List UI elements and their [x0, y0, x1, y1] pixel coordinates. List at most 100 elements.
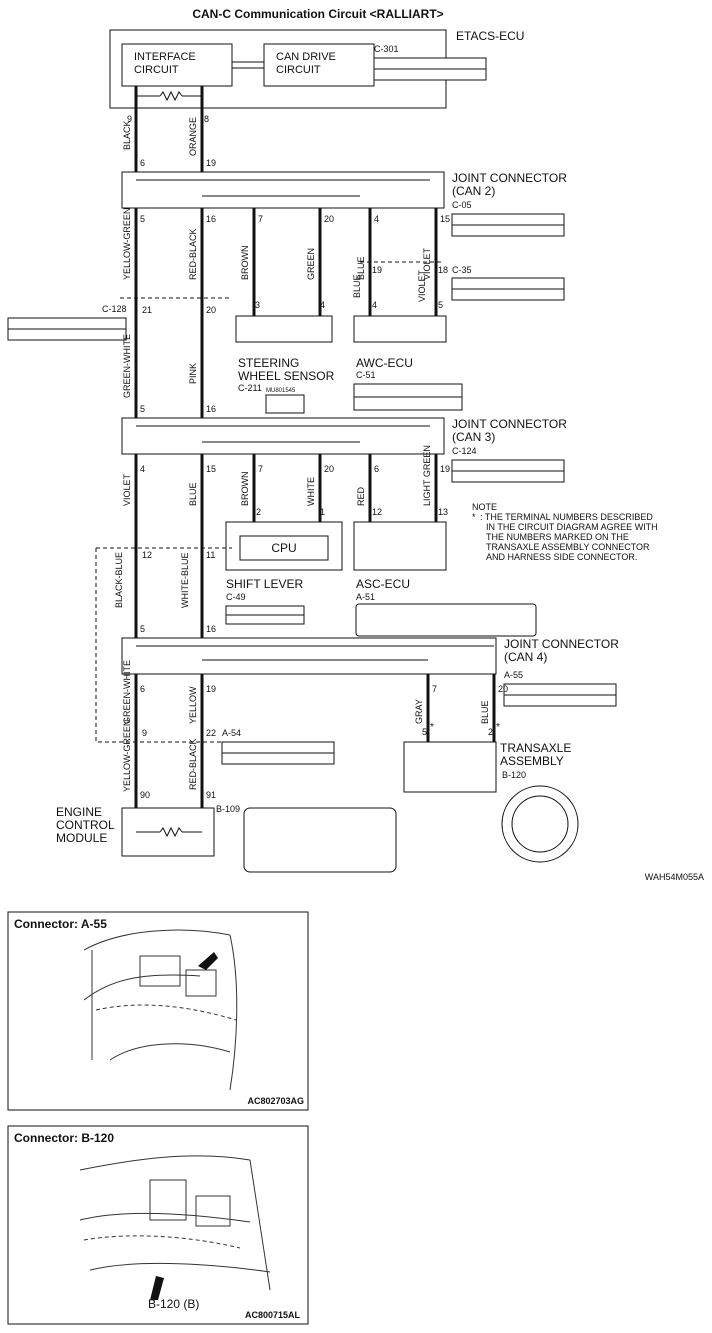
jc4-color-label: BLUE	[480, 700, 490, 724]
a54-pin-9: 9	[142, 728, 147, 738]
c35-pin-18: 18	[438, 265, 448, 275]
jc4-pin: 7	[432, 684, 437, 694]
b120-connector-face	[501, 785, 579, 863]
can-drive-circuit-label-2: CIRCUIT	[276, 64, 321, 76]
jc3-color-label: RED	[356, 486, 366, 506]
awc-label: AWC-ECU	[356, 356, 413, 370]
asc-ecu: ASC-ECU A-51 12 13	[353, 507, 537, 637]
transaxle-label: TRANSAXLE	[500, 741, 571, 755]
jc2-pin: 7	[258, 214, 263, 224]
c35-pin-19: 19	[372, 265, 382, 275]
steering-pin-3: 3	[255, 300, 260, 310]
awc-pin-5: 5	[438, 300, 443, 310]
b120-image-code: AC800715AL	[245, 1310, 301, 1320]
connector-view-a55: Connector: A-55 AC802703AG	[7, 911, 309, 1111]
transaxle-pin-5: 5	[422, 727, 427, 737]
jc3-label: JOINT CONNECTOR	[452, 417, 567, 431]
mid-pin-11: 11	[206, 550, 215, 560]
jc3-color-label: VIOLET	[122, 473, 132, 506]
asc-label: ASC-ECU	[356, 577, 410, 591]
note: NOTE * : THE TERMINAL NUMBERS DESCRIBED …	[472, 502, 658, 562]
jc4-in-pin-16: 16	[206, 624, 216, 634]
c128-pin-20: 20	[206, 305, 216, 315]
jc4-pin: 6	[140, 684, 145, 694]
diagram-title: CAN-C Communication Circuit <RALLIART>	[192, 7, 443, 21]
wire-pink: PINK	[188, 363, 198, 384]
steering-pin-4: 4	[320, 300, 325, 310]
shift-pin-2: 2	[256, 507, 261, 517]
wire-green-white: GREEN-WHITE	[122, 334, 132, 398]
jc3-color-label: LIGHT GREEN	[422, 445, 432, 506]
jc2-pin: 4	[374, 214, 379, 224]
jc2-pin: 15	[440, 214, 450, 224]
asc-pin-12: 12	[372, 507, 382, 517]
joint-connector-can3: JOINT CONNECTOR (CAN 3) C-124	[121, 417, 567, 483]
note-line-3: THE NUMBERS MARKED ON THE	[486, 532, 629, 542]
c05-label: C-05	[452, 200, 472, 210]
wire-orange: ORANGE	[188, 117, 198, 156]
jc3-pin: 4	[140, 464, 145, 474]
ecm-label-2: CONTROL	[56, 818, 115, 832]
connector-a55-title: Connector: A-55	[14, 917, 107, 931]
jc2-label: JOINT CONNECTOR	[452, 171, 567, 185]
jc3-pin: 20	[324, 464, 334, 474]
transaxle-pin-5-star: *	[430, 722, 434, 733]
a55-image-code: AC802703AG	[247, 1096, 304, 1106]
jc4-label-2: (CAN 4)	[504, 650, 547, 664]
steering-label: STEERING	[238, 356, 299, 370]
etacs-pin-9: 9	[127, 114, 132, 124]
a55-label: A-55	[504, 670, 523, 680]
can-drive-circuit-label: CAN DRIVE	[276, 51, 336, 63]
b120-location-arrow	[150, 1276, 164, 1300]
interface-circuit-label-2: CIRCUIT	[134, 64, 179, 76]
steering-label-2: WHEEL SENSOR	[238, 369, 335, 383]
jc2-color-label: BROWN	[240, 246, 250, 281]
etacs-pin-8: 8	[204, 114, 209, 124]
ecm-pin-90: 90	[140, 790, 150, 800]
asc-pin-13: 13	[438, 507, 448, 517]
b109-label: B-109	[216, 804, 240, 814]
jc2-color-label: VIOLET	[422, 247, 432, 280]
note-line-4: TRANSAXLE ASSEMBLY CONNECTOR	[486, 542, 650, 552]
wire-red-black-ecm: RED-BLACK	[188, 738, 198, 790]
jc3-label-2: (CAN 3)	[452, 430, 495, 444]
c35-label: C-35	[452, 265, 472, 275]
c49-label: C-49	[226, 592, 246, 602]
a54-pin-22: 22	[206, 728, 216, 738]
jc2-label-2: (CAN 2)	[452, 184, 495, 198]
a51-connector-face	[355, 603, 537, 637]
jc4-label: JOINT CONNECTOR	[504, 637, 619, 651]
jc3-color-label: WHITE	[306, 477, 316, 506]
shift-lever: CPU SHIFT LEVER C-49 2 1	[225, 507, 343, 625]
interface-circuit-label: INTERFACE	[134, 51, 196, 63]
jc3-pin: 7	[258, 464, 263, 474]
note-title: NOTE	[472, 502, 497, 512]
wire-yellow-green-ecm: YELLOW-GREEN	[122, 720, 132, 792]
note-line-5: AND HARNESS SIDE CONNECTOR.	[486, 552, 637, 562]
shift-pin-1: 1	[320, 507, 325, 517]
figure-code: WAH54M055A	[645, 872, 704, 882]
c211-connector-face	[265, 394, 305, 414]
awc-ecu: AWC-ECU C-51 4 5	[353, 300, 463, 411]
etacs-ecu-label: ETACS-ECU	[456, 29, 524, 43]
jc2-color-label: YELLOW-GREEN	[122, 208, 132, 280]
c128-label: C-128	[102, 304, 127, 314]
c51-label: C-51	[356, 370, 376, 380]
part-number: MU801545	[266, 388, 296, 394]
b120-callout: B-120 (B)	[148, 1297, 199, 1311]
a51-label: A-51	[356, 592, 375, 602]
ecm-label: ENGINE	[56, 805, 102, 819]
jc3-in-pin-5: 5	[140, 404, 145, 414]
jc4-in-pin-5: 5	[140, 624, 145, 634]
b120-label: B-120	[502, 770, 526, 780]
transaxle-pin-2-star: *	[496, 722, 500, 733]
note-line-1: : THE TERMINAL NUMBERS DESCRIBED	[480, 512, 653, 522]
jc2-pin: 5	[140, 214, 145, 224]
connector-b120-title: Connector: B-120	[14, 1131, 114, 1145]
jc3-in-pin-16: 16	[206, 404, 216, 414]
steering-wheel-sensor: STEERING WHEEL SENSOR C-211 MU801545 3 4	[235, 300, 335, 414]
wire-black-blue: BLACK-BLUE	[114, 552, 124, 608]
jc4-color-label: GREEN-WHITE	[122, 660, 132, 724]
jc3-pin: 6	[374, 464, 379, 474]
